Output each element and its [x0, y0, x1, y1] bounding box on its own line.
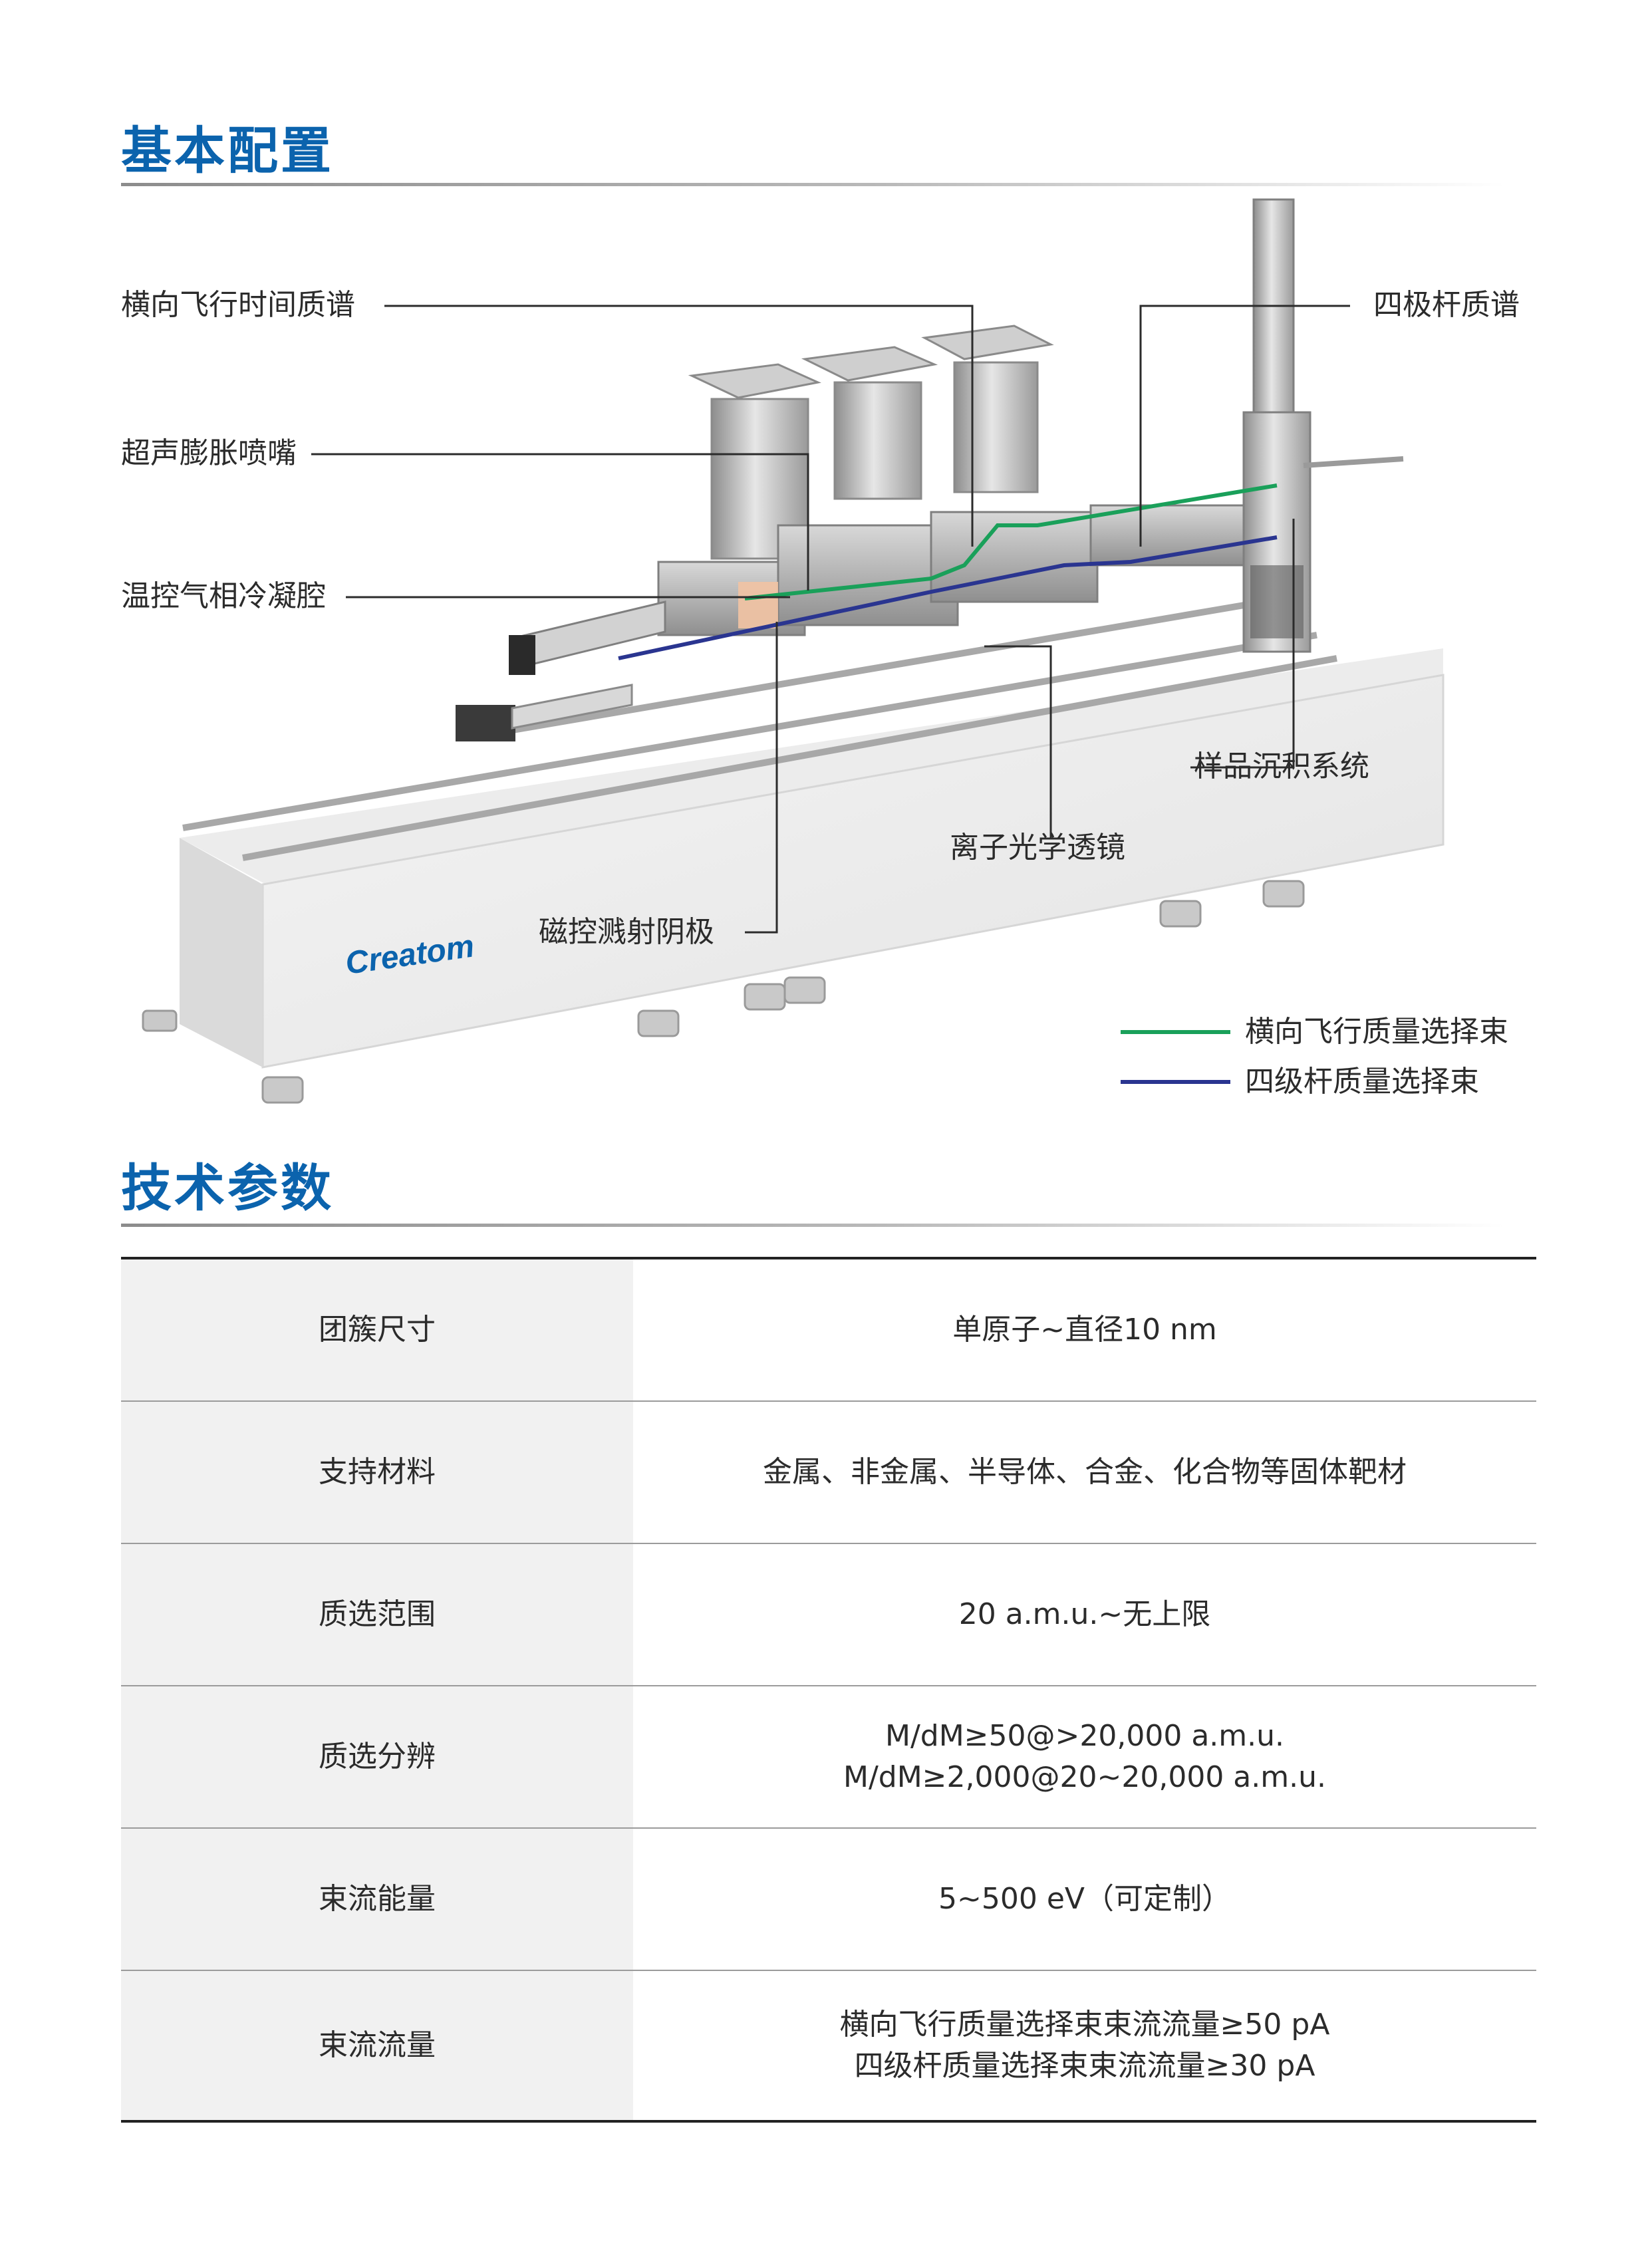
vacuum-pumps: [688, 325, 1054, 560]
spec-key: 团簇尺寸: [121, 1258, 633, 1402]
spec-value: 单原子~直径10 nm: [633, 1258, 1536, 1402]
table-row: 束流流量 横向飞行质量选择束束流流量≥50 pA 四级杆质量选择束束流流量≥30…: [121, 1970, 1536, 2121]
spec-table: 团簇尺寸 单原子~直径10 nm 支持材料 金属、非金属、半导体、合金、化合物等…: [121, 1257, 1536, 2123]
callout-deposition-system: 样品沉积系统: [1194, 749, 1369, 783]
spec-value-line: 5~500 eV（可定制）: [938, 1882, 1231, 1916]
instrument-diagram: Creatom: [142, 198, 1445, 1104]
spec-value-line: 单原子~直径10 nm: [952, 1313, 1217, 1347]
spec-value-line: 横向飞行质量选择束束流流量≥50 pA: [839, 2008, 1330, 2042]
casters: [142, 880, 1305, 1104]
config-section-divider: [121, 183, 1504, 186]
spec-section-title: 技术参数: [121, 1158, 334, 1218]
quadrupole-column: [1242, 198, 1404, 653]
support-rails: [182, 598, 1337, 861]
callout-condensation-chamber: 温控气相冷凝腔: [121, 579, 326, 613]
spec-value-line: M/dM≥50@>20,000 a.m.u.: [885, 1719, 1284, 1753]
config-section-title: 基本配置: [121, 121, 334, 180]
spec-value-line: 20 a.m.u.~无上限: [958, 1597, 1211, 1631]
spec-value: 20 a.m.u.~无上限: [633, 1543, 1536, 1686]
base-cabinet: [180, 648, 1445, 1069]
spec-value: M/dM≥50@>20,000 a.m.u. M/dM≥2,000@20~20,…: [633, 1686, 1536, 1829]
quadrupole-beam-path: [618, 535, 1278, 660]
legend-label-tof-beam: 横向飞行质量选择束: [1245, 1015, 1508, 1049]
spec-value: 5~500 eV（可定制）: [633, 1828, 1536, 1971]
callout-leader-lines: [311, 305, 1350, 934]
spec-value: 金属、非金属、半导体、合金、化合物等固体靶材: [633, 1401, 1536, 1544]
callout-quadrupole-ms: 四极杆质谱: [1373, 288, 1520, 322]
callout-tof-mass-spectrometer: 横向飞行时间质谱: [121, 288, 355, 322]
spec-value-line: 金属、非金属、半导体、合金、化合物等固体靶材: [763, 1455, 1407, 1489]
table-row: 束流能量 5~500 eV（可定制）: [121, 1828, 1536, 1971]
callout-ion-optics: 离子光学透镜: [950, 831, 1125, 864]
callout-magnetron-cathode: 磁控溅射阴极: [539, 915, 714, 949]
table-row: 质选分辨 M/dM≥50@>20,000 a.m.u. M/dM≥2,000@2…: [121, 1686, 1536, 1829]
spec-section-divider: [121, 1224, 1504, 1227]
spec-value: 横向飞行质量选择束束流流量≥50 pA 四级杆质量选择束束流流量≥30 pA: [633, 1970, 1536, 2121]
tof-beam-path: [744, 483, 1278, 600]
spec-value-line: 四级杆质量选择束束流流量≥30 pA: [854, 2049, 1315, 2083]
spec-value-line: M/dM≥2,000@20~20,000 a.m.u.: [843, 1760, 1326, 1794]
callout-supersonic-nozzle: 超声膨胀喷嘴: [121, 436, 297, 470]
table-row: 团簇尺寸 单原子~直径10 nm: [121, 1258, 1536, 1402]
spec-key: 质选分辨: [121, 1686, 633, 1829]
spec-key: 束流流量: [121, 1970, 633, 2121]
table-row: 支持材料 金属、非金属、半导体、合金、化合物等固体靶材: [121, 1401, 1536, 1544]
legend-label-quadrupole-beam: 四级杆质量选择束: [1245, 1065, 1479, 1099]
spec-key: 束流能量: [121, 1828, 633, 1971]
spec-key: 支持材料: [121, 1401, 633, 1544]
table-row: 质选范围 20 a.m.u.~无上限: [121, 1543, 1536, 1686]
spec-key: 质选范围: [121, 1543, 633, 1686]
